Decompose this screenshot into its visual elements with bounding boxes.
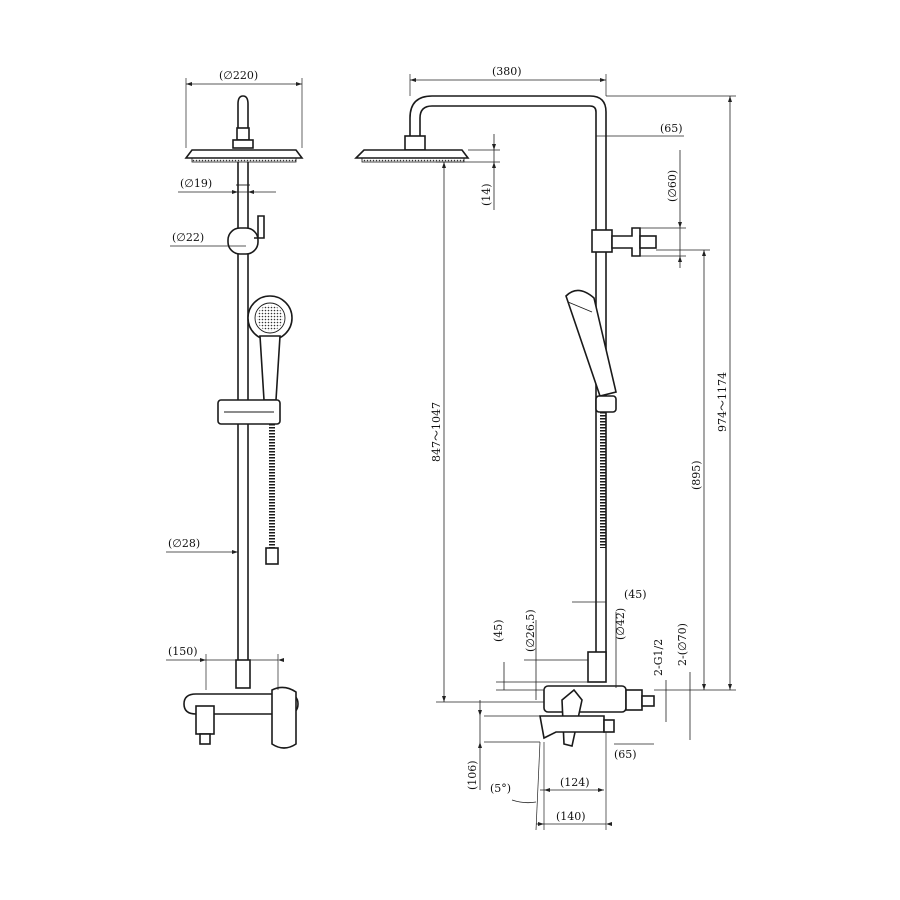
front-hand-shower-ring xyxy=(254,302,286,334)
front-overhead-shower xyxy=(184,149,304,159)
side-overhead-shower xyxy=(354,149,470,159)
label-total-height-range: 974～1174 xyxy=(716,372,729,432)
label-body-diameter: (∅42) xyxy=(614,608,627,640)
front-view xyxy=(183,95,304,749)
label-arm-offset: (65) xyxy=(660,122,683,135)
label-spout-reach-124: (124) xyxy=(560,776,590,789)
front-mixer-inlet xyxy=(195,705,215,735)
side-arm-inner xyxy=(419,105,597,220)
side-arm-nut xyxy=(404,135,426,151)
side-shower-nozzles xyxy=(361,157,465,163)
label-rail-length: (895) xyxy=(690,460,703,490)
side-mixer-spout xyxy=(539,715,605,740)
side-slider xyxy=(595,395,617,413)
side-mixer-flange xyxy=(625,689,643,711)
front-arm-connector xyxy=(232,139,254,149)
front-hose-nut xyxy=(265,547,279,565)
label-spout-reach-140: (140) xyxy=(556,810,586,823)
label-wall-offset-65: (65) xyxy=(614,748,637,761)
side-mixer-inlet xyxy=(641,695,655,707)
front-hand-shower-nozzles xyxy=(257,305,283,331)
label-rail-top-diameter: (∅19) xyxy=(180,177,212,190)
side-bracket-flange xyxy=(639,235,657,249)
front-mixer-stem xyxy=(235,659,251,689)
label-pipe-diameter: (∅26.5) xyxy=(524,609,537,652)
label-thread-size: 2-G1/2 xyxy=(652,639,665,676)
label-bracket-diameter: (∅60) xyxy=(666,170,679,202)
side-arm-outer xyxy=(409,95,607,220)
side-hand-shower-face xyxy=(567,301,593,313)
label-head-height-range: 847～1047 xyxy=(430,402,443,462)
label-arm-length: (380) xyxy=(492,65,522,78)
side-hand-shower xyxy=(565,289,617,397)
side-mixer-body xyxy=(543,685,627,713)
label-overhead-diameter: (∅220) xyxy=(219,69,258,82)
dimension-arrows xyxy=(186,78,732,826)
label-mixer-offset-45: (45) xyxy=(624,588,647,601)
side-bracket-arm xyxy=(611,227,641,257)
front-mixer-inlet-thread xyxy=(199,733,211,745)
front-arm-nut xyxy=(236,127,250,141)
front-arm-top xyxy=(237,95,249,128)
side-mixer-spout-nut xyxy=(603,719,615,733)
label-spout-height: (106) xyxy=(466,760,479,790)
front-diverter-body xyxy=(227,227,259,255)
label-mixer-height-45: (45) xyxy=(492,619,505,642)
dimension-lines xyxy=(166,74,736,831)
dimension-labels: (∅220) (∅19) (∅22) (∅28) (150) (380) (65… xyxy=(168,65,729,823)
front-shower-nozzles xyxy=(191,157,297,163)
front-hand-shower-handle xyxy=(259,335,281,401)
label-spout-angle: (5°) xyxy=(490,782,511,795)
side-bracket-clamp xyxy=(591,229,613,253)
side-view xyxy=(354,95,657,747)
label-head-thickness: (14) xyxy=(480,183,493,206)
label-mixer-spacing: (150) xyxy=(168,645,198,658)
front-diverter-lever xyxy=(254,215,265,239)
label-flange-diameter: 2-(∅70) xyxy=(676,623,689,666)
side-mixer-stem xyxy=(587,651,607,683)
front-mixer-handle xyxy=(271,686,297,749)
label-mount-diameter: (∅22) xyxy=(172,231,204,244)
label-rail-bottom-diameter: (∅28) xyxy=(168,537,200,550)
